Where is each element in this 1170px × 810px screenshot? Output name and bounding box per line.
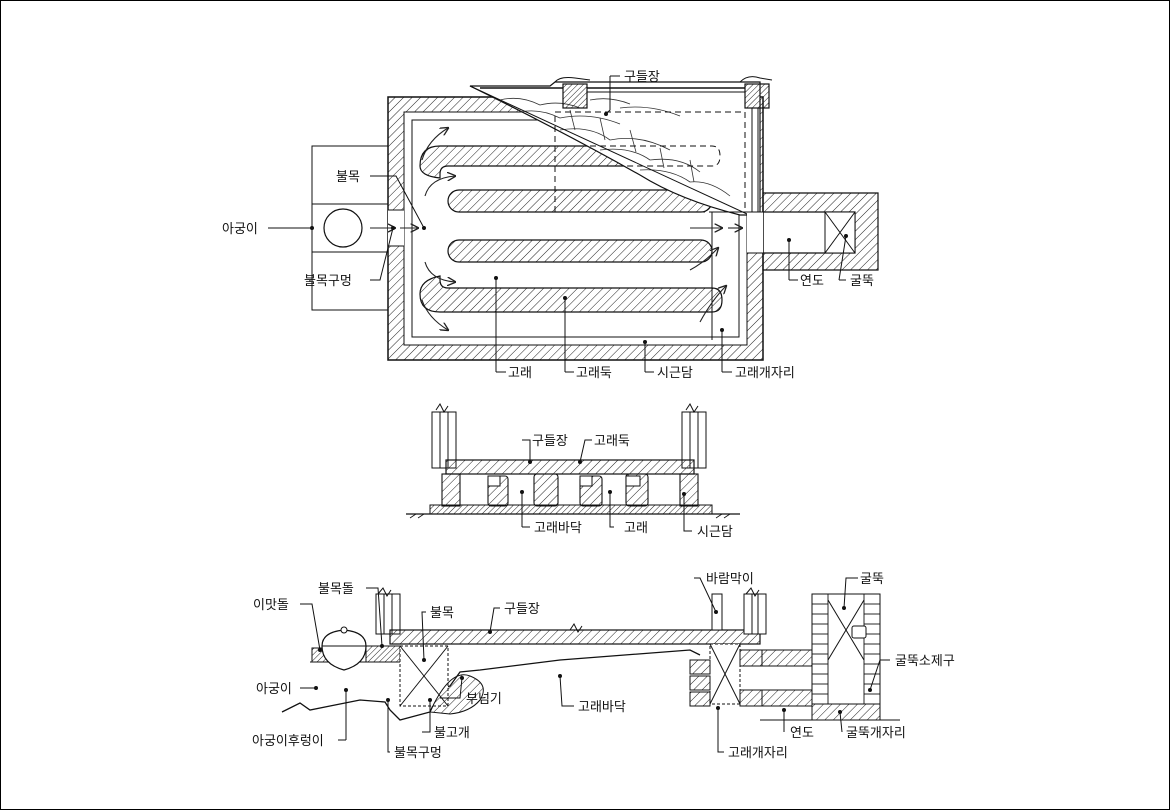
section-label-gorae: 고래 (624, 521, 648, 536)
long-label-yeondo: 연도 (790, 726, 814, 741)
plan-post-right (744, 83, 770, 109)
long-label-bulmokdol: 불목돌 (318, 582, 354, 597)
plan-stone-texture (499, 97, 731, 197)
plan-label-gulttuk: 굴뚝 (850, 274, 874, 289)
section-base (429, 504, 713, 515)
long-gulttuk (811, 593, 881, 705)
long-label-baram-magi: 바람막이 (706, 572, 754, 587)
long-label-goraebadak: 고래바닥 (578, 700, 626, 715)
plan-label-goraeduk: 고래둑 (576, 366, 612, 381)
long-ground-line (281, 649, 701, 721)
long-wall-right (743, 593, 767, 635)
long-label-gudeuljang: 구들장 (504, 602, 540, 617)
long-section-view: 이맛돌 불목돌 불목 구들장 바람막이 굴뚝 굴뚝소제구 아궁이 부넘기 고래바… (252, 572, 955, 761)
plan-label-agungi: 아궁이 (222, 222, 258, 237)
long-gulttuk-sojegu (851, 625, 867, 639)
long-yeondo-bottom (761, 689, 813, 707)
long-label-agungi-hureongi: 아궁이후렁이 (252, 734, 324, 749)
section-label-goraeduk: 고래둑 (594, 434, 630, 449)
plan-goraeduk-3 (447, 239, 713, 263)
section-label-gudeuljang: 구들장 (532, 434, 568, 449)
section-gudeuljang-slab (445, 459, 695, 475)
section-sigeundam-left (441, 473, 461, 507)
plan-gudeuljang-cutaway (469, 81, 761, 216)
long-yeondo-top (761, 649, 813, 667)
long-gulttuk-gaejari (811, 703, 881, 721)
plan-agungi-pot (323, 208, 363, 248)
section-view: 구들장 고래둑 고래바닥 고래 시근담 (406, 403, 740, 540)
long-label-gulttuk-gaejari: 굴뚝개자리 (846, 726, 906, 741)
plan-flow-arrows (370, 128, 742, 330)
long-label-agungi: 아궁이 (256, 682, 292, 697)
plan-label-yeondo: 연도 (800, 274, 824, 289)
plan-goraeduk-2 (447, 189, 713, 213)
plan-label-bulmok-gumeong: 불목구멍 (304, 274, 352, 289)
long-gulttuk-bricks (812, 594, 880, 704)
long-label-goraegaejari: 고래개자리 (728, 746, 788, 761)
long-label-bulmok-gumeong: 불목구멍 (394, 746, 442, 761)
long-bulmokdol (365, 645, 401, 663)
long-label-gulttuk-sojegu: 굴뚝소제구 (895, 654, 955, 669)
plan-view: 구들장 불목 아궁이 불목구멍 연도 굴뚝 고래 고래둑 시근담 고래개자리 (222, 70, 879, 381)
plan-label-gudeuljang: 구들장 (624, 70, 660, 85)
long-gudeuljang-slab (389, 629, 761, 645)
long-label-bulgogae: 불고개 (434, 726, 470, 741)
long-pot (321, 629, 367, 671)
section-goraeduk-2 (533, 473, 559, 507)
plan-label-bulmok: 불목 (336, 170, 360, 185)
plan-post-left (562, 83, 588, 109)
long-buneomgi (429, 674, 484, 715)
section-sigeundam-right (679, 473, 699, 507)
section-label-sigeundam: 시근담 (697, 525, 733, 540)
long-label-buneomgi: 부넘기 (466, 692, 502, 707)
section-left-wall (431, 411, 457, 469)
long-label-gulttuk: 굴뚝 (860, 572, 884, 587)
plan-label-gorae: 고래 (508, 366, 532, 381)
plan-yeondo-wall (762, 192, 879, 271)
plan-label-sigeundam: 시근담 (657, 366, 693, 381)
long-label-bulmok: 불목 (430, 606, 454, 621)
long-label-imatdol: 이맛돌 (253, 598, 289, 613)
section-label-goraebadak: 고래바닥 (534, 521, 582, 536)
plan-label-goraegaejari: 고래개자리 (735, 366, 795, 381)
